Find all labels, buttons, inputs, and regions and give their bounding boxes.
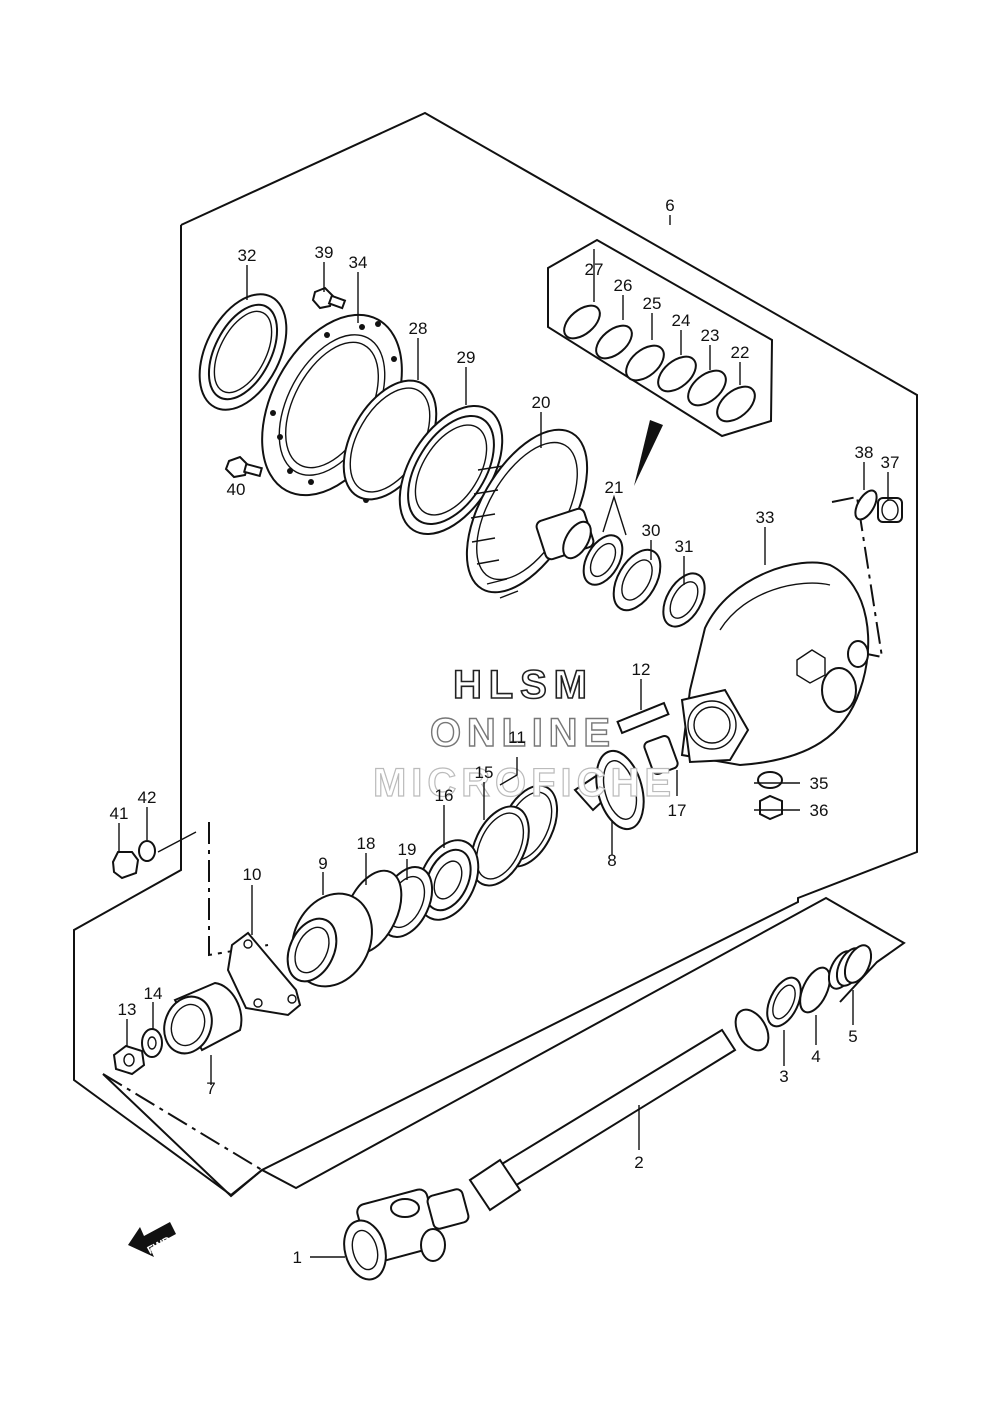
part-13-nut bbox=[112, 1044, 146, 1076]
callout-12: 12 bbox=[632, 660, 651, 679]
part-31-seal bbox=[662, 572, 706, 628]
callout-40: 40 bbox=[227, 480, 246, 499]
shaft-group-dash-lines bbox=[102, 1073, 263, 1171]
part-38-gasket bbox=[854, 489, 878, 521]
callout-20: 20 bbox=[532, 393, 551, 412]
part-32-oil-seal bbox=[198, 293, 288, 411]
callout-9: 9 bbox=[318, 854, 327, 873]
part-30-needle-bearing bbox=[612, 548, 662, 612]
callout-5: 5 bbox=[848, 1027, 857, 1046]
callout-31: 31 bbox=[675, 537, 694, 556]
callout-3: 3 bbox=[779, 1067, 788, 1086]
callout-41: 41 bbox=[110, 804, 129, 823]
callout-8: 8 bbox=[607, 851, 616, 870]
callout-25: 25 bbox=[643, 294, 662, 313]
callout-22: 22 bbox=[731, 343, 750, 362]
part-1-universal-joint bbox=[343, 1188, 470, 1281]
callout-24: 24 bbox=[672, 311, 691, 330]
part-12-stud bbox=[616, 701, 670, 735]
fwd-arrow: FWD bbox=[128, 1222, 176, 1257]
part-41-cap-nut bbox=[111, 851, 140, 880]
watermark-line1: HLSM bbox=[453, 663, 587, 707]
callout-34: 34 bbox=[349, 253, 368, 272]
leader-lines bbox=[118, 215, 889, 1258]
part-39-bolt bbox=[311, 286, 347, 310]
part-22-27-o-rings bbox=[563, 304, 756, 423]
callout-labels: 1 2 3 4 5 6 7 8 9 10 11 12 13 14 15 16 1… bbox=[110, 196, 900, 1267]
callout-33: 33 bbox=[756, 508, 775, 527]
part-14-washer bbox=[141, 1028, 163, 1058]
callout-19: 19 bbox=[398, 840, 417, 859]
callout-15: 15 bbox=[475, 763, 494, 782]
callout-29: 29 bbox=[457, 348, 476, 367]
part-29-bearing bbox=[398, 404, 504, 536]
callout-38: 38 bbox=[855, 443, 874, 462]
part-17-bearing bbox=[643, 734, 679, 776]
part-40-bolt bbox=[224, 455, 263, 479]
callout-14: 14 bbox=[144, 984, 163, 1003]
callout-30: 30 bbox=[642, 521, 661, 540]
pointer-wedge bbox=[634, 420, 663, 486]
part-10-gasket bbox=[226, 931, 302, 1017]
part-33-gear-case bbox=[680, 561, 870, 767]
part-20-ring-gear bbox=[465, 428, 595, 599]
part-9-ring-nut bbox=[286, 892, 373, 988]
part-16-bearing bbox=[416, 839, 480, 921]
callout-1: 1 bbox=[293, 1248, 302, 1267]
watermark-line3: MICROFICHE bbox=[373, 761, 671, 805]
part-5-spring bbox=[827, 944, 873, 990]
callout-6: 6 bbox=[665, 196, 674, 215]
callout-32: 32 bbox=[238, 246, 257, 265]
callout-26: 26 bbox=[614, 276, 633, 295]
part-35-ring bbox=[757, 771, 783, 789]
o-ring-set-box bbox=[547, 238, 774, 438]
callout-23: 23 bbox=[701, 326, 720, 345]
part-2-drive-shaft bbox=[468, 1008, 770, 1212]
callout-16: 16 bbox=[435, 786, 454, 805]
part-7-housing bbox=[163, 981, 243, 1055]
callout-35: 35 bbox=[810, 774, 829, 793]
callout-7: 7 bbox=[206, 1079, 215, 1098]
dash-link-41-42 bbox=[157, 831, 197, 853]
callout-27: 27 bbox=[585, 260, 604, 279]
main-group-outline bbox=[73, 111, 918, 1197]
part-4-circlip bbox=[799, 966, 831, 1014]
part-21-collars bbox=[582, 534, 624, 586]
fastener-dash-line-left bbox=[208, 822, 269, 957]
part-8-pinion-gear bbox=[573, 749, 645, 831]
part-37-plug bbox=[877, 497, 903, 523]
callout-2: 2 bbox=[634, 1153, 643, 1172]
callout-11: 11 bbox=[508, 728, 526, 747]
callout-21: 21 bbox=[605, 478, 624, 497]
callout-28: 28 bbox=[409, 319, 428, 338]
part-3-ring bbox=[766, 976, 802, 1028]
callout-37: 37 bbox=[881, 453, 900, 472]
part-15-shim bbox=[470, 805, 530, 887]
callout-39: 39 bbox=[315, 243, 334, 262]
callout-4: 4 bbox=[811, 1047, 820, 1066]
callout-13: 13 bbox=[118, 1000, 137, 1019]
callout-18: 18 bbox=[357, 834, 376, 853]
part-42-washer bbox=[138, 840, 156, 862]
part-36-nut bbox=[759, 794, 783, 821]
callout-17: 17 bbox=[668, 801, 687, 820]
callout-10: 10 bbox=[243, 865, 262, 884]
callout-36: 36 bbox=[810, 801, 829, 820]
callout-42: 42 bbox=[138, 788, 157, 807]
shaft-group-outline bbox=[102, 896, 906, 1198]
